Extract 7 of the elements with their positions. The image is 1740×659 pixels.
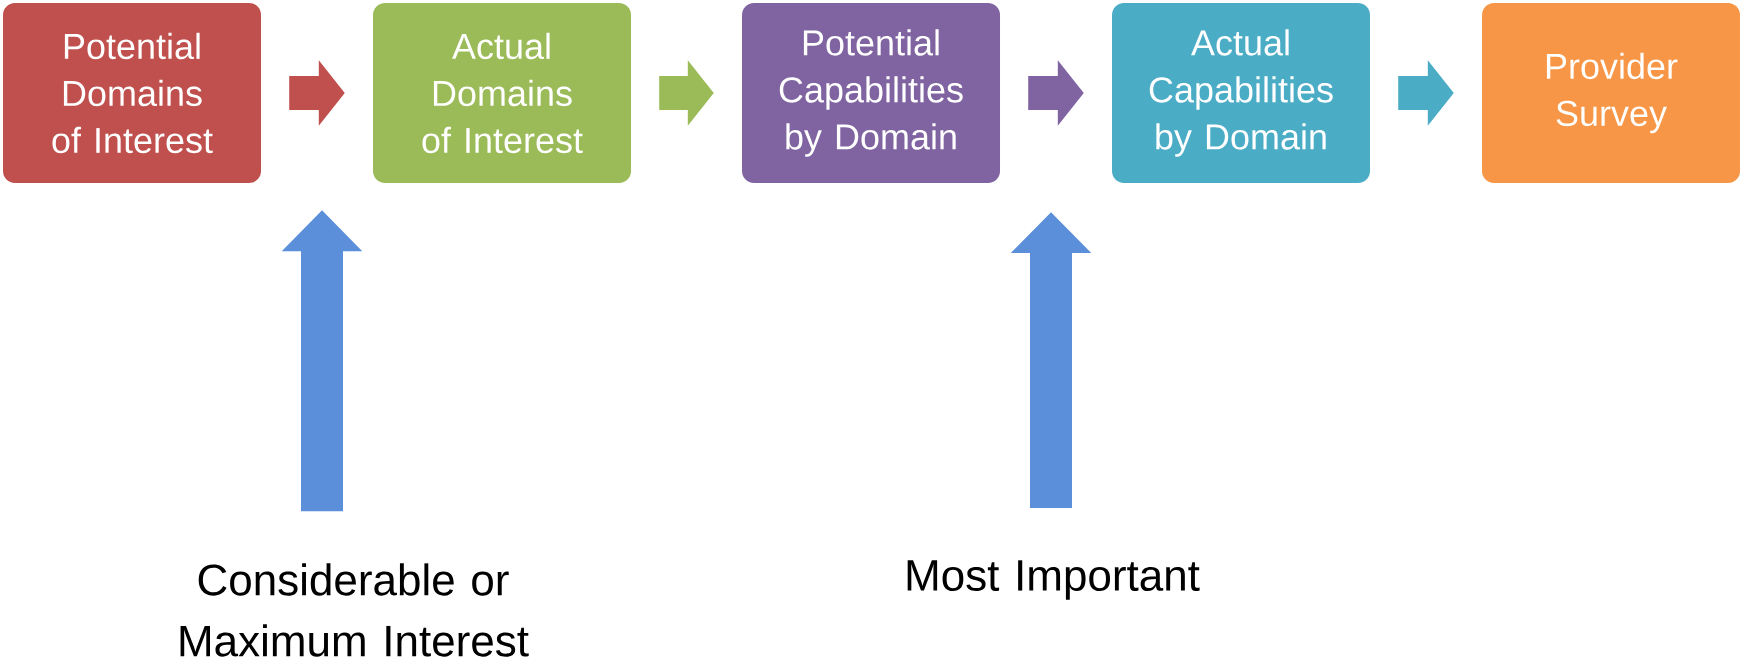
process-box: Actual Domains of Interest bbox=[373, 3, 631, 183]
process-box: Potential Capabilities by Domain bbox=[742, 3, 1000, 183]
process-box: Provider Survey bbox=[1482, 3, 1740, 183]
annotation-text: Most Important bbox=[907, 560, 1200, 600]
process-box: Actual Capabilities by Domain bbox=[1112, 3, 1370, 183]
process-box: Potential Domains of Interest bbox=[3, 3, 261, 183]
annotation-text: Considerable or Maximum Interest bbox=[180, 563, 529, 657]
